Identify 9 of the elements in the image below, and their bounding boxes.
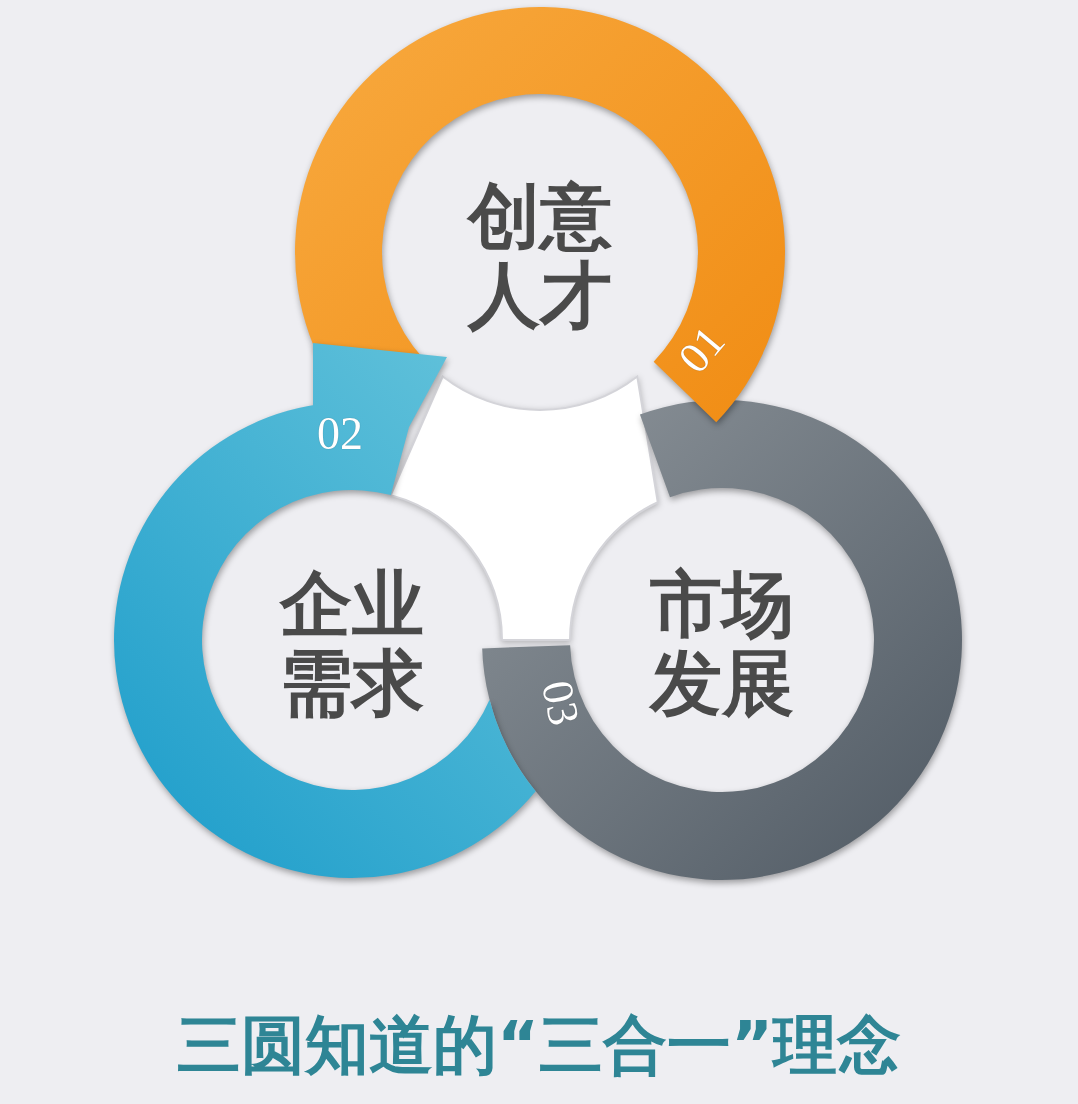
ring-label: 创意人才 bbox=[465, 176, 613, 336]
ring bbox=[482, 399, 963, 880]
diagram-title: 三圆知道的“三合一”理念 bbox=[175, 1010, 903, 1081]
step-number: 02 bbox=[317, 411, 363, 457]
step-number: 01 bbox=[671, 319, 733, 381]
step-number: 03 bbox=[533, 676, 587, 730]
ring-label: 市场发展 bbox=[648, 564, 795, 724]
ring bbox=[114, 343, 536, 879]
ring-label: 企业需求 bbox=[278, 564, 425, 724]
